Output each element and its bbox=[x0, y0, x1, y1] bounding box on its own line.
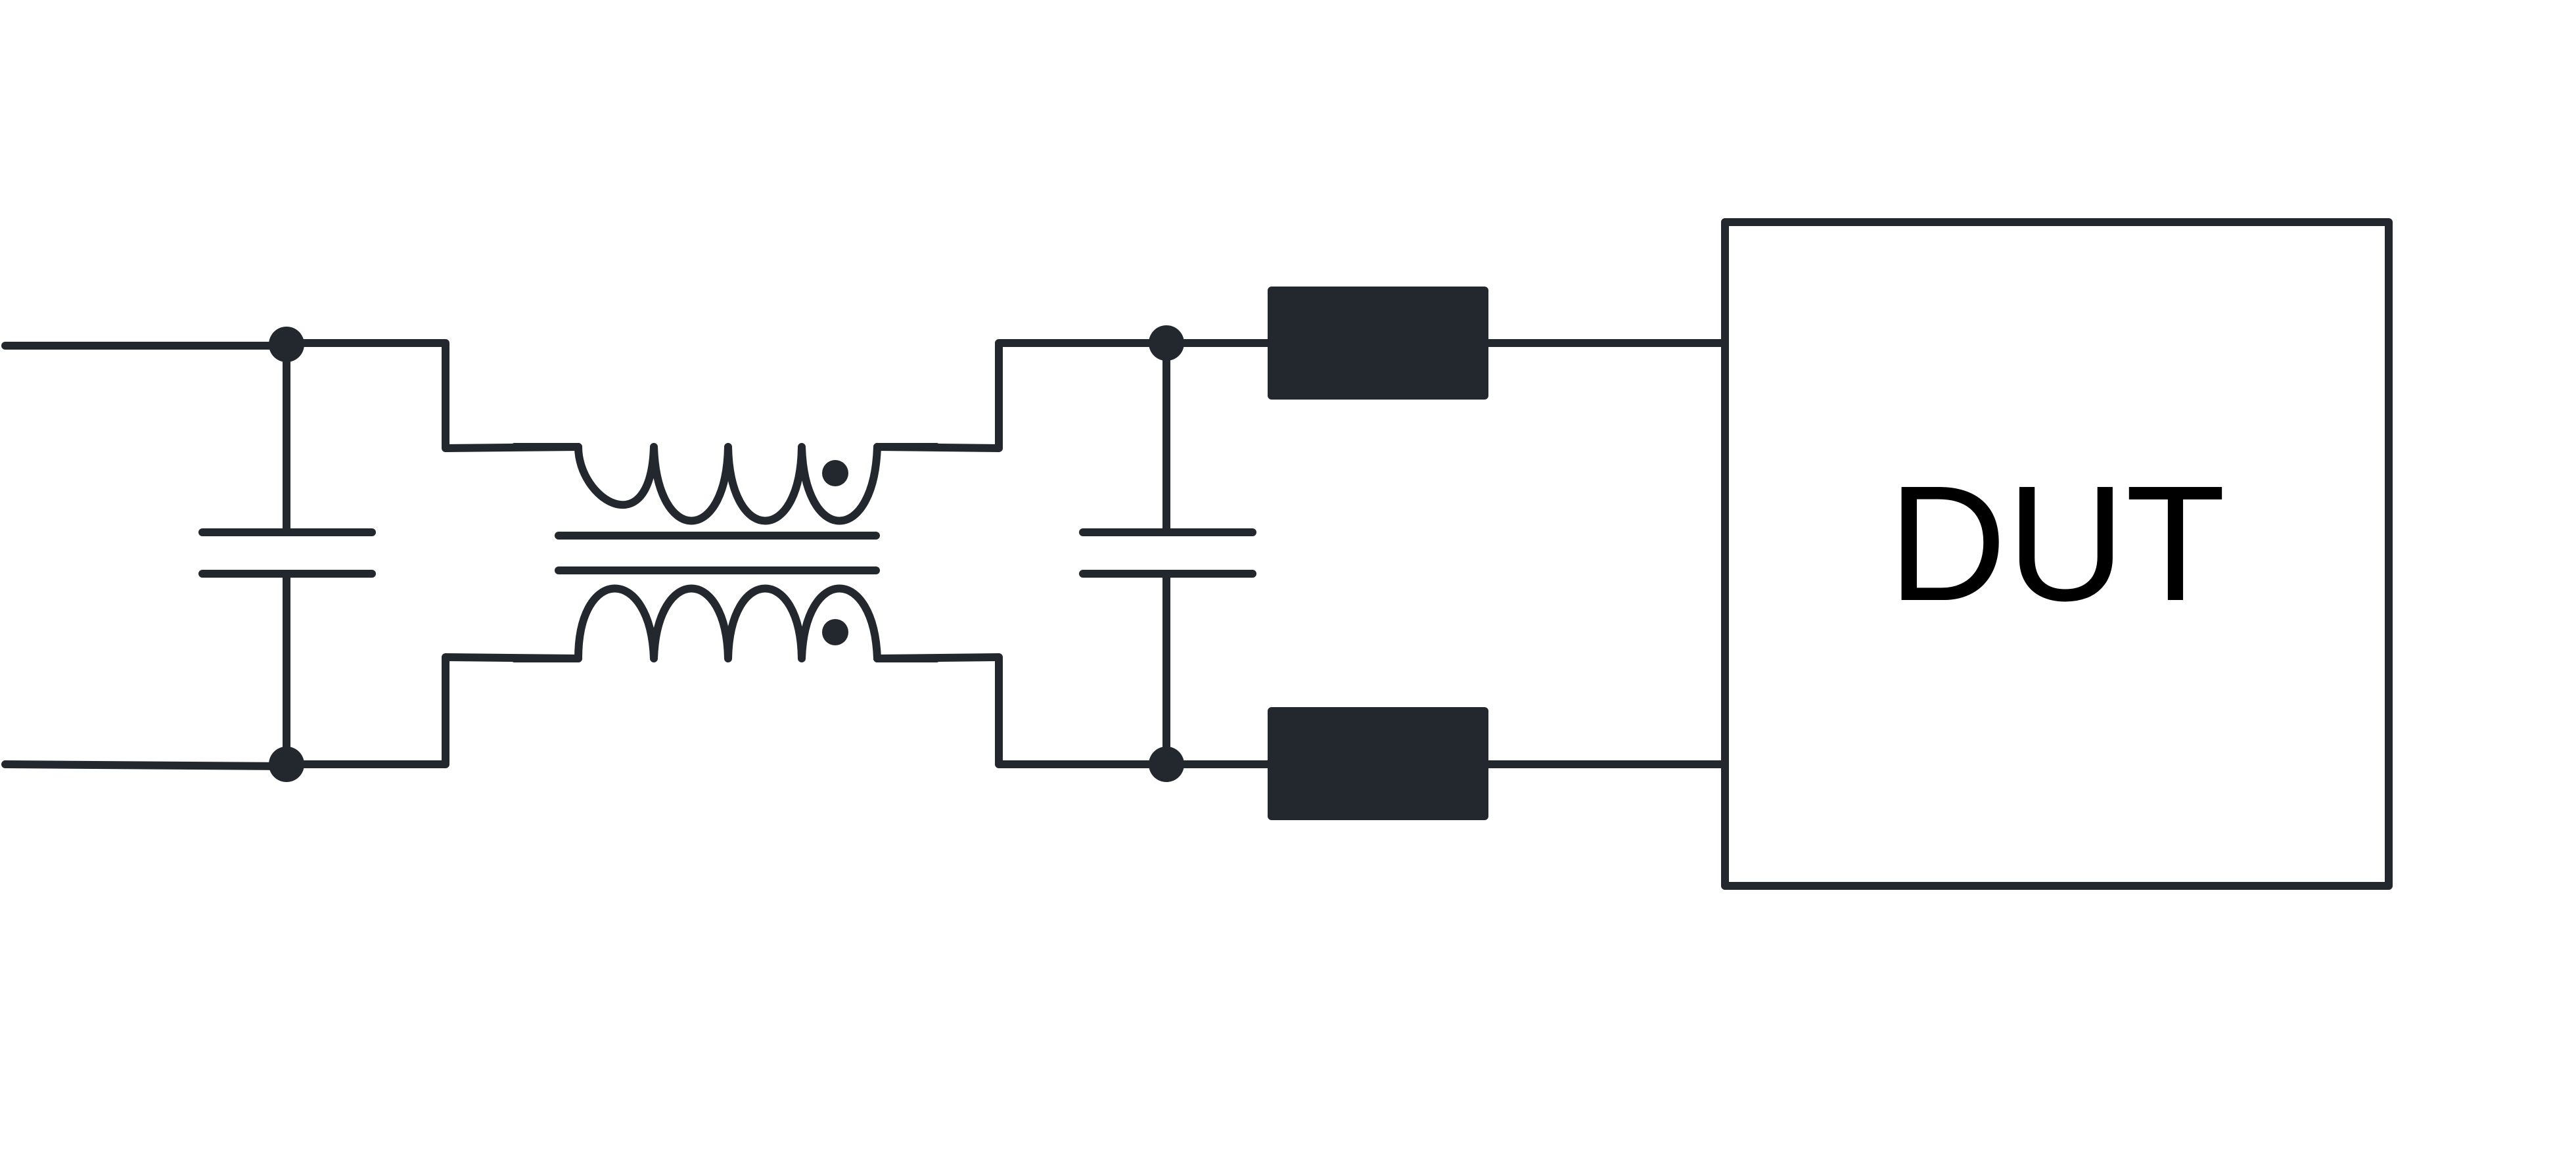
wire-bottom-to-choke bbox=[283, 653, 582, 768]
wire-choke-to-output-top bbox=[873, 339, 1170, 452]
polarity-dot-top bbox=[822, 460, 848, 486]
input-line-bottom bbox=[1, 760, 290, 770]
choke-winding-bottom bbox=[511, 584, 940, 662]
choke-winding-top bbox=[511, 443, 940, 525]
input-capacitor bbox=[198, 340, 376, 768]
wire-choke-to-output-bottom bbox=[873, 653, 1170, 768]
ferrite-bead-bottom bbox=[1268, 707, 1488, 820]
device-under-test: DUT bbox=[1721, 218, 2393, 890]
common-mode-choke bbox=[511, 443, 940, 662]
dut-label: DUT bbox=[1888, 451, 2226, 635]
dut-box bbox=[1721, 218, 2393, 890]
polarity-dot-bottom bbox=[822, 619, 848, 645]
wire-top-to-choke bbox=[283, 339, 582, 452]
output-capacitor bbox=[1079, 339, 1256, 768]
input-section bbox=[1, 327, 582, 782]
output-section bbox=[873, 287, 1729, 820]
ferrite-bead-top bbox=[1268, 287, 1488, 400]
